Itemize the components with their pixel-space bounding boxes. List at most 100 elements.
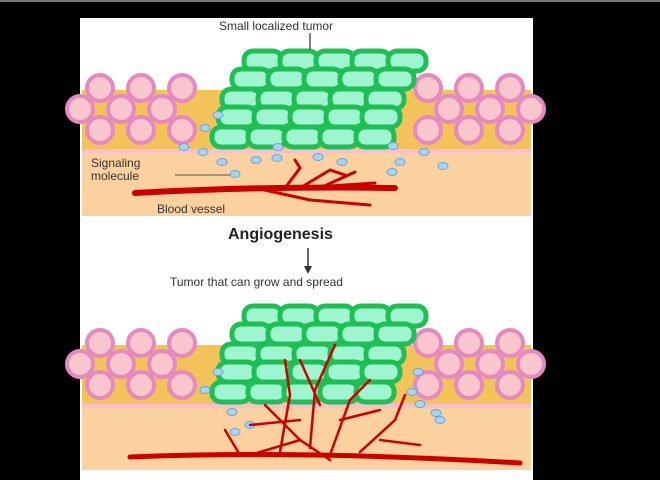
signaling-molecule: [199, 386, 211, 394]
normal-cell: [454, 328, 484, 358]
signaling-molecule: [414, 400, 426, 408]
tumor-cell: [281, 124, 325, 150]
signaling-molecule: [197, 148, 209, 156]
normal-cell: [167, 370, 197, 400]
signaling-molecule: [226, 408, 238, 416]
blood-vessel: [223, 428, 242, 457]
tumor-cell: [229, 66, 273, 92]
blood-vessel: [358, 393, 407, 454]
normal-cell: [516, 349, 546, 379]
signaling-molecule: [394, 158, 406, 166]
blood-vessel: [378, 438, 422, 447]
normal-cell: [85, 370, 115, 400]
normal-cell: [167, 328, 197, 358]
signaling-molecule: [212, 111, 224, 119]
tumor-cell: [337, 66, 381, 92]
tumor-cell: [215, 104, 259, 130]
signaling-molecule: [418, 148, 430, 156]
tumor-cell: [337, 321, 381, 347]
blood-vessel: [293, 158, 302, 170]
label-signaling: Signaling: [91, 156, 141, 170]
normal-cell: [65, 94, 95, 124]
normal-cell: [495, 115, 525, 145]
tumor-cell: [215, 359, 259, 385]
normal-cell: [434, 94, 464, 124]
top-border: [0, 0, 660, 2]
blood-vessel: [127, 452, 523, 466]
blood-vessel: [318, 170, 357, 190]
tumor-cell: [323, 359, 367, 385]
signaling-molecule: [178, 143, 190, 151]
signaling-molecule: [386, 168, 398, 176]
signaling-molecule: [272, 143, 284, 151]
signaling-molecule: [387, 142, 399, 150]
normal-cell: [85, 328, 115, 358]
label-angiogenesis: Angiogenesis: [228, 226, 333, 243]
normal-cell: [454, 73, 484, 103]
tumor-cell: [251, 104, 295, 130]
normal-cell: [413, 73, 443, 103]
tumor-cell: [209, 379, 253, 405]
blood-vessel: [338, 408, 382, 422]
signaling-molecule: [434, 416, 446, 424]
membrane: [82, 149, 531, 153]
label-molecule: molecule: [91, 169, 140, 183]
blood-vessel: [283, 166, 302, 190]
blood-vessel: [248, 418, 302, 427]
tumor-cell: [229, 321, 273, 347]
blood-vessel: [328, 378, 372, 457]
blood-vessel: [298, 168, 347, 190]
normal-cell: [65, 349, 95, 379]
normal-cell: [413, 115, 443, 145]
tumor-cell: [265, 321, 309, 347]
signaling-molecule: [216, 158, 228, 166]
tumor-cell: [265, 66, 309, 92]
signaling-molecule: [199, 124, 211, 132]
tumor-cell: [245, 379, 289, 405]
normal-cell: [495, 73, 525, 103]
tumor-cell: [359, 104, 403, 130]
tumor-cell: [287, 104, 331, 130]
signaling-molecule: [229, 170, 241, 178]
signaling-molecule: [336, 158, 348, 166]
normal-cell: [85, 115, 115, 145]
normal-cell: [126, 115, 156, 145]
normal-cell: [454, 370, 484, 400]
label-tumor-grow-spread: Tumor that can grow and spread: [170, 275, 343, 289]
blood-vessel: [308, 343, 337, 450]
signaling-molecule: [437, 162, 449, 170]
signaling-molecule: [412, 368, 424, 376]
normal-cell: [434, 349, 464, 379]
membrane: [82, 404, 531, 408]
label-small-localized-tumor: Small localized tumor: [219, 19, 334, 33]
signaling-molecule: [271, 154, 283, 162]
normal-cell: [147, 94, 177, 124]
tumor-cell: [353, 379, 397, 405]
signaling-molecule: [229, 428, 241, 436]
tumor-cell: [301, 321, 345, 347]
signaling-molecule: [250, 156, 262, 164]
signaling-molecule: [430, 409, 442, 417]
tumor-cell: [301, 66, 345, 92]
tumor-cell: [373, 66, 417, 92]
normal-cell: [126, 73, 156, 103]
normal-cell: [475, 94, 505, 124]
tumor-cell: [353, 124, 397, 150]
tumor-cell: [359, 359, 403, 385]
normal-cell: [495, 328, 525, 358]
normal-cell: [454, 115, 484, 145]
normal-cell: [495, 370, 525, 400]
normal-cell: [413, 370, 443, 400]
tumor-cell: [209, 124, 253, 150]
normal-cell: [106, 94, 136, 124]
tumor-cell: [323, 104, 367, 130]
tumor-cell: [373, 321, 417, 347]
signaling-molecule: [312, 153, 324, 161]
normal-cell: [516, 94, 546, 124]
normal-cell: [413, 328, 443, 358]
blood-vessel: [258, 187, 372, 207]
normal-cell: [167, 73, 197, 103]
scene-small-tumor: [65, 48, 546, 216]
normal-cell: [475, 349, 505, 379]
